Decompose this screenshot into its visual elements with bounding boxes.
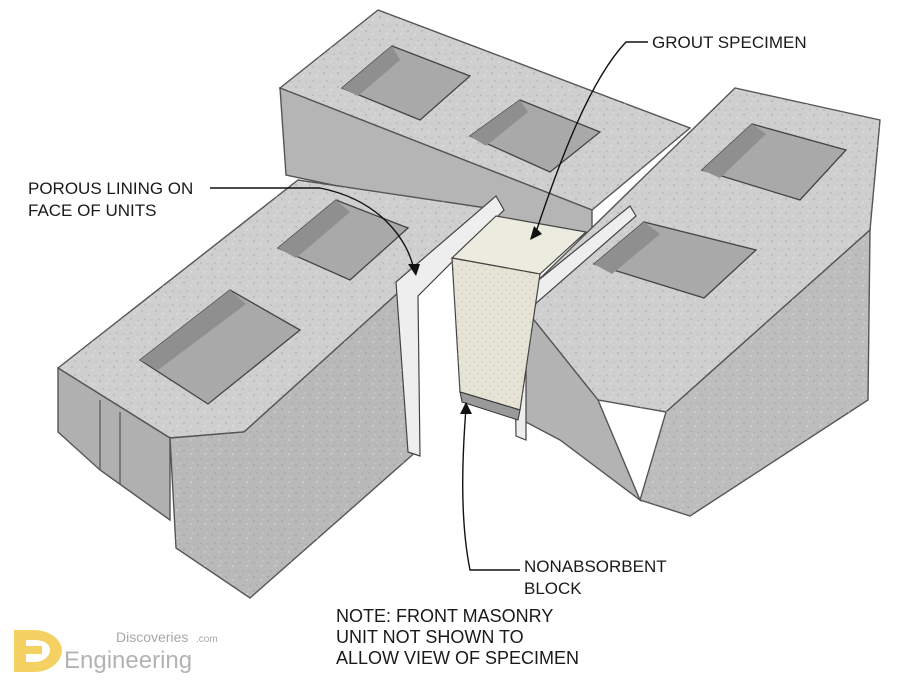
leader-grout-specimen xyxy=(535,41,648,233)
left-unit-cell-2 xyxy=(276,199,410,281)
leader-porous-lining xyxy=(210,187,415,271)
logo-mark-icon xyxy=(14,630,62,672)
arrowhead-grout xyxy=(530,226,542,240)
arrowhead-nonabsorbent xyxy=(460,402,472,414)
back-masonry-unit xyxy=(278,9,692,241)
label-nonabsorbent-2: BLOCK xyxy=(524,579,582,598)
grout-specimen xyxy=(450,215,588,411)
arrowhead-lining xyxy=(408,264,420,276)
label-nonabsorbent-1: NONABSORBENT xyxy=(524,557,667,576)
logo-brand-bottom: Engineering xyxy=(64,647,192,674)
label-porous-lining-2: FACE OF UNITS xyxy=(28,201,156,220)
note-line-2: UNIT NOT SHOWN TO xyxy=(336,627,524,647)
label-grout-specimen: GROUT SPECIMEN xyxy=(652,33,807,52)
leader-nonabsorbent xyxy=(462,407,520,571)
porous-lining-left xyxy=(395,195,505,457)
right-masonry-unit xyxy=(517,87,881,517)
left-unit-end-face xyxy=(57,366,171,522)
logo-brand-top: Discoveries xyxy=(116,629,188,645)
watermark-logo: Discoveries .com Engineering xyxy=(14,629,218,674)
nonabsorbent-block xyxy=(459,391,521,421)
left-masonry-unit xyxy=(56,179,502,599)
logo-brand-suffix: .com xyxy=(196,634,218,645)
leader-lines xyxy=(210,41,648,571)
label-porous-lining-1: POROUS LINING ON xyxy=(28,179,193,198)
note-line-1: NOTE: FRONT MASONRY xyxy=(336,606,553,626)
note-line-3: ALLOW VIEW OF SPECIMEN xyxy=(336,648,579,668)
